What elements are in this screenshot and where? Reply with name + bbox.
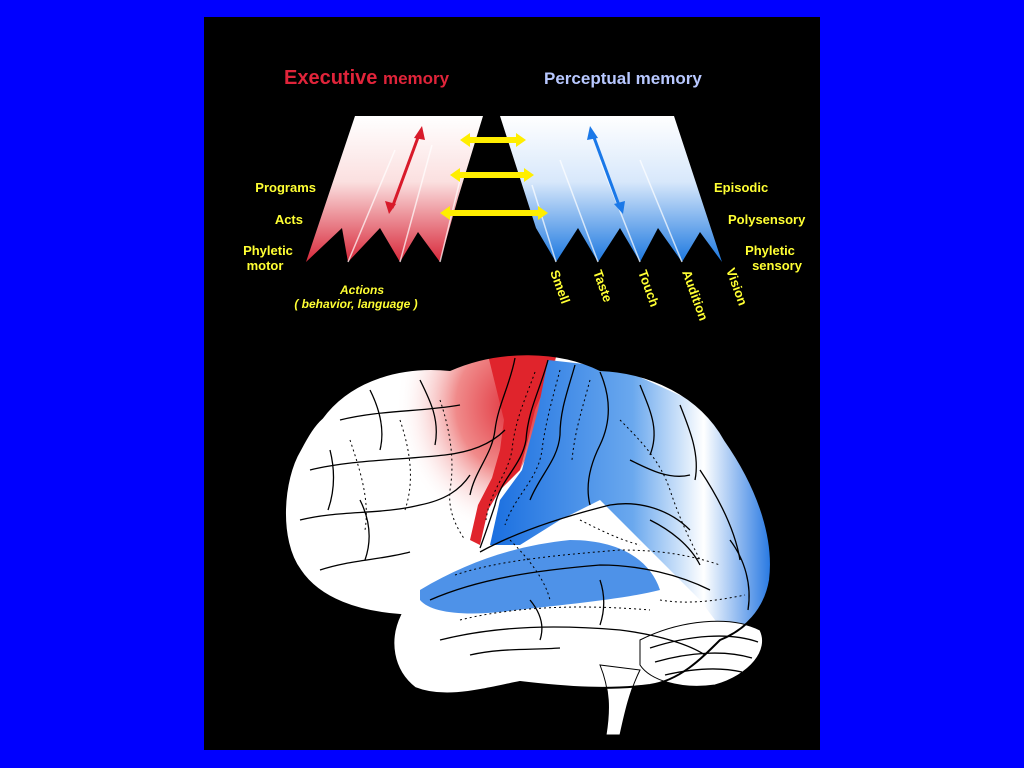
acts-label: Acts: [275, 212, 303, 227]
sense-label-touch: Touch: [635, 268, 662, 309]
brain-illustration: [284, 353, 772, 736]
executive-vertical-arrow: [390, 131, 422, 209]
phyletic-sensory-label-line2: sensory: [752, 258, 803, 273]
actions-label-line2: ( behavior, language ): [294, 297, 417, 311]
double-arrow-icon: [440, 133, 548, 220]
phyletic-motor-label-line1: Phyletic: [243, 243, 293, 258]
perceptual-hierarchy-fan: [500, 116, 722, 263]
actions-label-line1: Actions: [339, 283, 384, 297]
executive-hierarchy-fan: [306, 116, 483, 263]
episodic-label: Episodic: [714, 180, 768, 195]
programs-label: Programs: [255, 180, 316, 195]
sense-label-vision: Vision: [723, 266, 750, 308]
sense-label-smell: Smell: [547, 268, 573, 306]
sense-label-taste: Taste: [590, 268, 615, 304]
perceptual-memory-title: Perceptual memory: [544, 69, 702, 88]
polysensory-label: Polysensory: [728, 212, 806, 227]
phyletic-sensory-label-line1: Phyletic: [745, 243, 795, 258]
sense-label-audition: Audition: [679, 268, 711, 323]
phyletic-motor-label-line2: motor: [247, 258, 284, 273]
executive-memory-title: Executive memory: [284, 67, 450, 89]
perceptual-vertical-arrow: [590, 131, 622, 209]
